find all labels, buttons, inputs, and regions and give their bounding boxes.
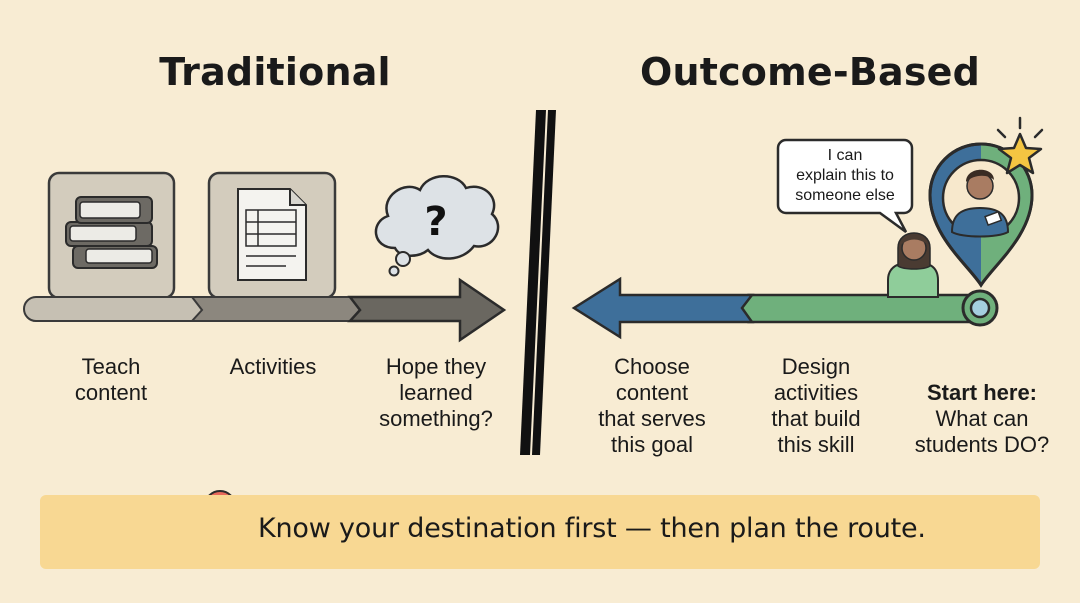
destination-pin-icon (928, 142, 1034, 288)
step-start-here: Start here: What can students DO? (900, 354, 1064, 484)
star-icon (996, 116, 1044, 175)
outcome-arrow (571, 276, 999, 340)
student-avatar (887, 232, 939, 298)
step-teach-content: Teach content (74, 354, 148, 405)
start-here-question: What can students DO? (914, 406, 1050, 457)
traditional-heading: Traditional (159, 50, 391, 94)
speech-bubble (776, 138, 914, 234)
divider (520, 110, 556, 455)
speech-bubble-text: I can explain this to someone else (795, 147, 895, 204)
takeaway-text: Know your destination first — then plan … (258, 513, 926, 544)
traditional-arrow (23, 277, 507, 343)
step-activities: Activities (229, 354, 317, 379)
worksheet-icon (207, 171, 337, 300)
question-cloud-icon: ? (374, 175, 500, 277)
step-choose-content: Choose content that serves this goal (598, 354, 706, 457)
start-here-label: Start here: (926, 380, 1038, 405)
outcome-based-heading: Outcome-Based (639, 50, 981, 94)
step-hope-learned: Hope they learned something? (379, 354, 493, 431)
step-design-activities: Design activities that build this skill (771, 354, 861, 457)
takeaway-banner (40, 495, 1040, 569)
question-mark: ? (424, 199, 447, 245)
books-icon (47, 171, 176, 300)
